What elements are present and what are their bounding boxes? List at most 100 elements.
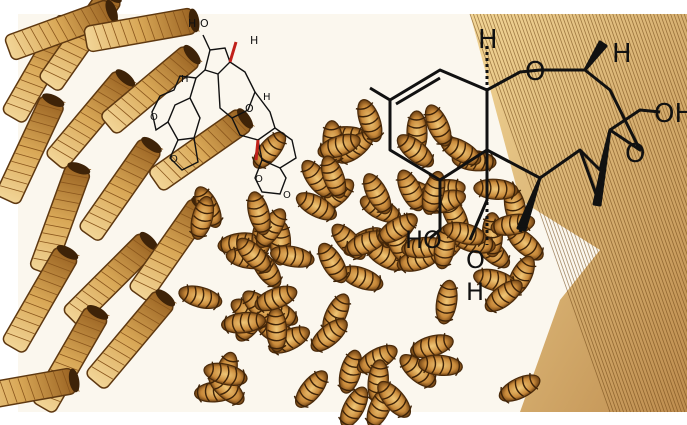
fusilli-piece	[423, 104, 454, 147]
spaghetti-strand	[619, 13, 687, 207]
atom-label: O	[283, 190, 291, 201]
spaghetti-strand	[530, 13, 672, 413]
fusilli-piece	[434, 279, 459, 325]
spaghetti-strand	[564, 13, 687, 362]
spaghetti-strand	[534, 13, 675, 413]
fusilli-piece	[178, 284, 223, 311]
spaghetti-strand	[503, 13, 645, 413]
fusilli-piece	[188, 195, 216, 240]
atom-label: O	[170, 154, 178, 165]
fusilli-piece	[396, 133, 435, 169]
penne-piece	[101, 44, 203, 134]
spaghetti-strand	[558, 13, 687, 381]
spaghetti-strand	[547, 13, 687, 410]
fusilli-piece	[484, 278, 523, 314]
spaghetti-strand	[469, 13, 611, 413]
small-molecule-labels: H O H H O H O O O O	[150, 17, 291, 201]
spaghetti-strand	[622, 13, 687, 198]
spaghetti-strand	[646, 13, 687, 130]
spaghetti-strand	[571, 13, 687, 343]
spaghetti-strand	[588, 13, 687, 294]
penne-piece	[83, 7, 200, 53]
spaghetti-strand	[595, 13, 687, 275]
spaghetti-strand	[626, 13, 687, 188]
atom-label: H	[263, 92, 271, 103]
spaghetti-strand	[643, 13, 687, 140]
atom-label: H	[466, 278, 484, 306]
penne-piece	[0, 367, 80, 413]
fusilli-piece	[377, 212, 418, 246]
spaghetti-strand	[524, 13, 665, 413]
fusilli-piece	[473, 178, 519, 200]
spaghetti-strand	[537, 13, 679, 413]
fusilli-piece	[270, 244, 315, 269]
spaghetti-strand	[473, 13, 614, 413]
fusilli-piece	[409, 332, 454, 360]
spaghetti-strand	[486, 13, 628, 413]
spaghetti-strand	[632, 13, 687, 169]
spaghetti-strand	[578, 13, 687, 323]
fusilli-piece	[221, 311, 266, 335]
spaghetti-strand	[541, 13, 682, 413]
spaghetti-strand	[653, 13, 687, 111]
penne-piece	[4, 0, 119, 61]
spaghetti-strand	[520, 13, 662, 413]
fusilli-piece	[293, 370, 329, 408]
spaghetti-strand	[510, 13, 652, 413]
fusilli-piece	[355, 99, 385, 143]
penne-piece	[0, 93, 66, 205]
penne-pile	[0, 0, 255, 413]
atom-label: H	[612, 39, 632, 69]
large-molecule-structure	[369, 40, 661, 245]
fusilli-piece	[440, 135, 482, 168]
spaghetti-strand	[660, 13, 687, 91]
fusilli-piece	[265, 307, 288, 353]
atom-label: HO	[405, 226, 442, 254]
fusilli-piece	[203, 361, 248, 388]
spaghetti-strand	[592, 13, 687, 285]
fusilli-piece	[361, 173, 394, 215]
atom-label: O	[255, 174, 263, 185]
fusilli-piece	[235, 237, 273, 274]
spaghetti-strand	[561, 13, 687, 372]
fusilli-piece	[338, 386, 370, 425]
spaghetti-strand	[490, 13, 631, 413]
penne-piece	[86, 289, 177, 389]
fusilli-piece	[498, 372, 541, 404]
fusilli-piece	[317, 132, 361, 161]
penne-piece	[79, 136, 164, 241]
spaghetti-strand	[517, 13, 658, 413]
spaghetti-strand	[585, 13, 687, 304]
small-molecule-structure	[151, 34, 297, 195]
atom-label: O	[150, 112, 158, 123]
fusilli-piece	[376, 380, 413, 419]
penne-piece	[2, 244, 80, 353]
atom-label: H	[478, 25, 498, 55]
fusilli-piece	[316, 242, 350, 284]
spaghetti-strand	[602, 13, 687, 256]
atom-label: OH	[654, 99, 687, 129]
spaghetti-strand	[554, 13, 687, 391]
penne-piece	[63, 231, 160, 327]
spaghetti-strand	[493, 13, 635, 413]
atom-label: O	[525, 57, 545, 87]
atom-label: O	[625, 139, 645, 169]
spaghetti-strand	[612, 13, 687, 227]
spaghetti-strand	[527, 13, 669, 413]
spaghetti-strand	[639, 13, 687, 149]
spaghetti-strand	[568, 13, 687, 352]
fusilli-piece	[310, 317, 348, 354]
spaghetti-strand	[615, 13, 687, 217]
spaghetti-strand	[629, 13, 687, 178]
large-molecule-labels: H O H O HO O H OH	[405, 25, 687, 306]
spaghetti-strand	[581, 13, 687, 314]
fusilli-piece	[254, 284, 298, 314]
spaghetti-strand	[656, 13, 687, 101]
spaghetti-strand	[609, 13, 687, 236]
atom-label: H	[181, 74, 189, 85]
spaghetti-strand	[605, 13, 687, 246]
fusilli-pile	[178, 99, 544, 425]
fusilli-piece	[417, 354, 463, 377]
penne-piece	[149, 108, 255, 191]
